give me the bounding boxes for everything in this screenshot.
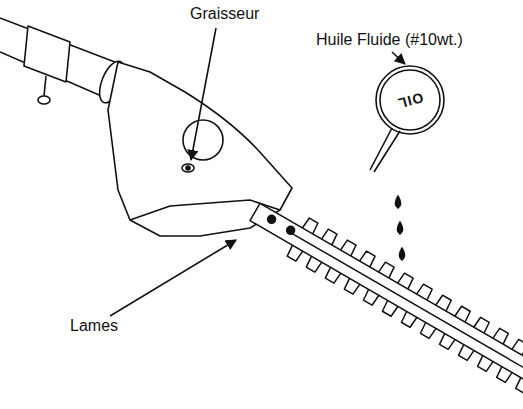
part-label: Huile Fluide (#10wt.) [316, 30, 463, 49]
oil-can-spout [370, 128, 400, 172]
blade-tooth [516, 377, 523, 394]
shaft-clamp [24, 26, 70, 82]
leader-line [110, 240, 236, 316]
blade-bolt [287, 226, 295, 234]
clamp-knob [38, 96, 50, 104]
clamp-screw [44, 76, 46, 96]
grease-nipple [182, 164, 194, 172]
oil-can-rim [380, 70, 440, 130]
oil-drop [398, 222, 403, 234]
oil-drop [396, 196, 401, 208]
leader-line [392, 52, 405, 64]
blade-bar [250, 203, 523, 388]
oil-can [376, 66, 444, 134]
blade [250, 203, 523, 393]
grease-nipple-dot [186, 166, 190, 170]
part-label: Graisseur [190, 4, 259, 23]
housing-cover [183, 120, 223, 160]
blade-bolt [268, 215, 276, 223]
part-label: Lames [70, 316, 118, 335]
oil-drop [400, 248, 405, 260]
blade-center-line [290, 232, 523, 380]
leader-line [191, 28, 216, 160]
